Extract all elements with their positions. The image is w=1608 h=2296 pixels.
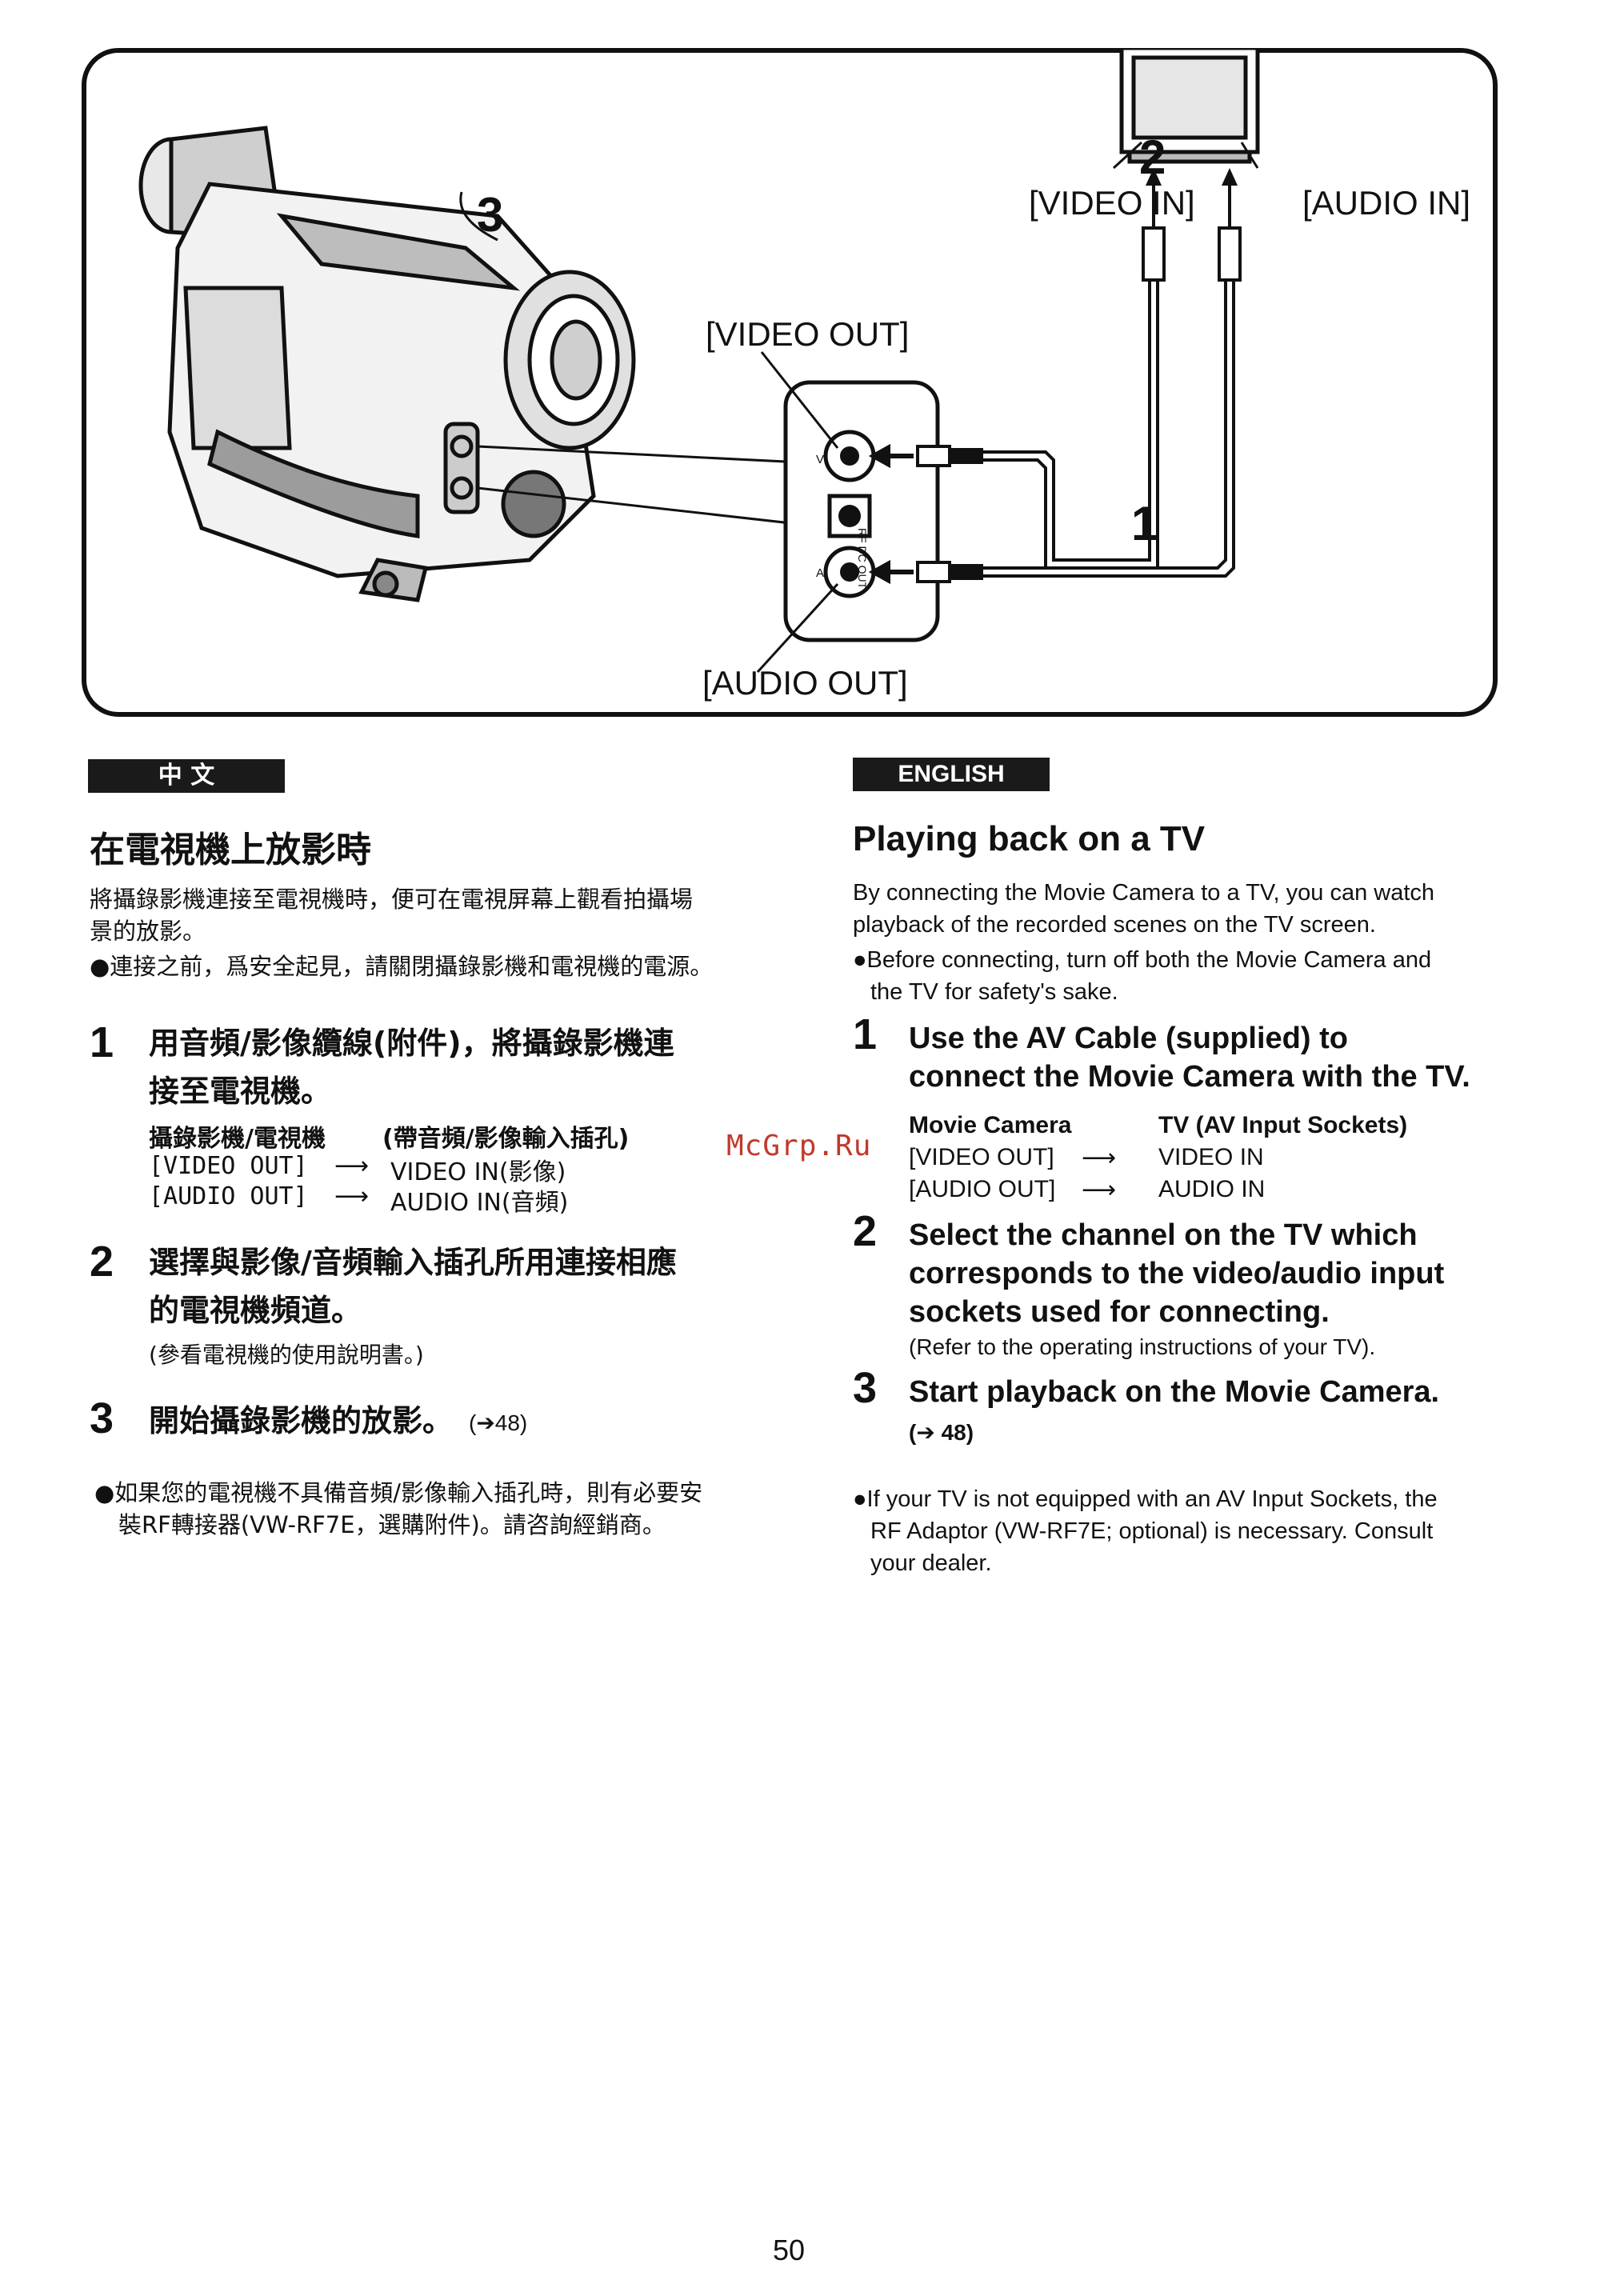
page-number: 50	[773, 2234, 806, 2266]
chinese-table-row1-arrow: ⟶	[334, 1153, 370, 1179]
english-intro-line2: playback of the recorded scenes on the T…	[853, 912, 1376, 938]
rf-dc-out-label: RF DC OUT	[856, 528, 869, 590]
english-table-row2-right: AUDIO IN	[1158, 1176, 1266, 1202]
english-bullet-1-line2: the TV for safety's sake.	[870, 979, 1118, 1005]
english-step2-note: (Refer to the operating instructions of …	[909, 1334, 1376, 1359]
english-title: Playing back on a TV	[853, 819, 1206, 858]
english-table-row1-arrow: ⟶	[1082, 1145, 1117, 1171]
chinese-table-row1-right: VIDEO IN(影像)	[390, 1158, 566, 1186]
english-step1-number: 1	[853, 1010, 878, 1058]
chinese-table-row2-right: AUDIO IN(音頻)	[390, 1189, 569, 1217]
chinese-bullet-2-line1: ●如果您的電視機不具備音頻/影像輸入插孔時，則有必要安	[94, 1479, 703, 1506]
chinese-table-row2-left: [AUDIO OUT]	[149, 1182, 308, 1210]
chinese-bullet-1: ●連接之前，爲安全起見，請關閉攝錄影機和電視機的電源。	[90, 953, 714, 980]
english-bullet-2-line3: your dealer.	[870, 1550, 992, 1576]
diagram-frame	[82, 48, 1498, 717]
tv-illustration	[1119, 48, 1260, 164]
chinese-table-row1-left: [VIDEO OUT]	[149, 1152, 308, 1180]
english-table-row1-left: [VIDEO OUT]	[909, 1144, 1054, 1170]
english-bullet-1-line1: ●Before connecting, turn off both the Mo…	[853, 947, 1432, 973]
english-step2-line1: Select the channel on the TV which	[909, 1218, 1418, 1252]
chinese-step2-note: (參看電視機的使用說明書。)	[149, 1342, 424, 1368]
video-in-label: [VIDEO IN]	[1029, 184, 1195, 222]
chinese-step1-line1: 用音頻/影像纜線(附件)，將攝錄影機連	[149, 1026, 674, 1061]
chinese-step2-line1: 選擇與影像/音頻輸入插孔所用連接相應	[149, 1245, 677, 1280]
english-bullet-2-line2: RF Adaptor (VW-RF7E; optional) is necess…	[870, 1518, 1434, 1544]
chinese-intro-line2: 景的放影。	[90, 918, 206, 945]
watermark: McGrp.Ru	[726, 1130, 872, 1162]
english-intro-line1: By connecting the Movie Camera to a TV, …	[853, 880, 1435, 906]
diagram-label-3: 3	[477, 188, 504, 242]
english-bullet-2-line1: ●If your TV is not equipped with an AV I…	[853, 1486, 1438, 1512]
av-jack-panel	[783, 380, 940, 642]
english-step1-line1: Use the AV Cable (supplied) to	[909, 1022, 1348, 1055]
english-table-header-right: TV (AV Input Sockets)	[1158, 1112, 1408, 1138]
chinese-table-header-left: 攝錄影機/電視機	[149, 1125, 326, 1153]
camcorder-illustration	[138, 126, 636, 602]
chinese-title: 在電視機上放影時	[90, 830, 371, 870]
diagram-label-2: 2	[1139, 130, 1166, 184]
chinese-lang-bar: 中 文	[88, 759, 285, 793]
english-table-row1-right: VIDEO IN	[1158, 1144, 1264, 1170]
english-step2-number: 2	[853, 1207, 878, 1255]
chinese-table-row2-arrow: ⟶	[334, 1183, 370, 1210]
english-step2-line2: corresponds to the video/audio input	[909, 1257, 1445, 1290]
chinese-step2-line2: 的電視機頻道。	[149, 1293, 362, 1328]
chinese-intro-line1: 將攝錄影機連接至電視機時，便可在電視屏幕上觀看拍攝場	[90, 886, 694, 913]
english-table-row2-arrow: ⟶	[1082, 1177, 1117, 1203]
english-table-header-left: Movie Camera	[909, 1112, 1072, 1138]
audio-out-label: [AUDIO OUT]	[702, 664, 908, 702]
audio-in-label: [AUDIO IN]	[1302, 184, 1471, 222]
diagram-label-1: 1	[1131, 497, 1158, 550]
chinese-step1-number: 1	[90, 1018, 114, 1066]
video-out-label: [VIDEO OUT]	[706, 315, 910, 353]
chinese-step3-ref: (➔48)	[469, 1410, 528, 1435]
chinese-step2-number: 2	[90, 1238, 114, 1286]
chinese-step3-number: 3	[90, 1394, 114, 1442]
english-step3-ref: (➔ 48)	[909, 1420, 974, 1445]
english-step3-text: Start playback on the Movie Camera.	[909, 1375, 1440, 1409]
jack-v-label: V	[816, 453, 825, 466]
english-table-row2-left: [AUDIO OUT]	[909, 1176, 1056, 1202]
english-lang-bar: ENGLISH	[853, 758, 1050, 791]
english-step2-line3: sockets used for connecting.	[909, 1295, 1330, 1329]
chinese-step3-text: 開始攝錄影機的放影。	[149, 1403, 454, 1438]
chinese-bullet-2-line2: 裝RF轉接器(VW-RF7E，選購附件)。請咨詢經銷商。	[118, 1511, 666, 1538]
english-step1-line2: connect the Movie Camera with the TV.	[909, 1060, 1470, 1094]
chinese-table-header-right: (帶音頻/影像輸入插孔)	[382, 1125, 630, 1153]
connection-diagram	[138, 48, 1260, 674]
jack-a-label: A	[816, 566, 825, 580]
english-step3-number: 3	[853, 1364, 878, 1412]
chinese-step1-line2: 接至電視機。	[149, 1074, 332, 1109]
